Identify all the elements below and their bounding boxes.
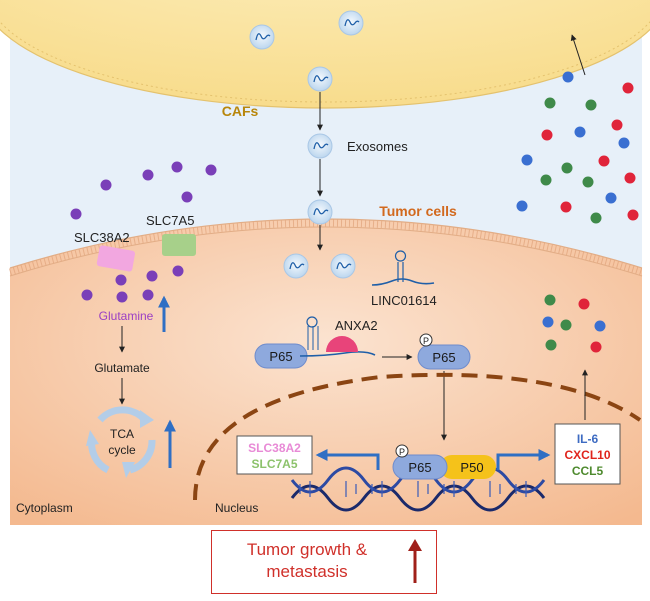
exosome <box>283 253 309 279</box>
exosome-vesicles <box>249 10 364 279</box>
exosome <box>307 66 333 92</box>
glutamine-particles <box>70 161 217 303</box>
slc7a5-label: SLC7A5 <box>146 213 194 228</box>
caf-cell <box>0 0 650 109</box>
phospho-mark: P <box>423 336 429 346</box>
outcome-line1: Tumor growth & <box>246 540 368 559</box>
transcription-arrow-cytokines <box>496 449 551 470</box>
p65-anxa2-complex: P65 ANXA2 <box>254 316 378 369</box>
cytoplasm-label: Cytoplasm <box>16 501 73 515</box>
increase-arrow-icon <box>408 539 422 583</box>
slc38a2-transporter <box>96 245 135 272</box>
exosome <box>307 199 333 225</box>
exosomes-label: Exosomes <box>347 139 408 154</box>
outcome-text: Tumor growth & metastasis <box>212 539 402 583</box>
p50-label: P50 <box>460 460 483 475</box>
cafs-label: CAFs <box>222 103 259 119</box>
tumor-cells-label: Tumor cells <box>379 203 457 219</box>
cytokine-release-arrow <box>570 34 586 76</box>
p65-p50-dimer: P50 P65 P <box>392 444 496 480</box>
tca-label-line2: cycle <box>108 443 136 457</box>
glutamine-label: Glutamine <box>99 309 154 323</box>
p65-nuc-label: P65 <box>408 460 431 475</box>
tca-arrowheads <box>86 410 154 478</box>
il6-label: IL-6 <box>577 432 599 446</box>
cytokine-particles <box>516 71 639 353</box>
phospho-p65: P65 P <box>417 333 471 370</box>
transcription-arrow-transporters <box>315 449 380 470</box>
exosome <box>307 133 333 159</box>
cxcl10-label: CXCL10 <box>564 448 610 462</box>
exosome <box>249 24 275 50</box>
slc38a2-gene-label: SLC38A2 <box>248 441 301 455</box>
p65-label: P65 <box>269 349 292 364</box>
cytokine-box: IL-6 CXCL10 CCL5 <box>554 423 621 485</box>
linc01614-label: LINC01614 <box>371 293 437 308</box>
nucleus-boundary <box>193 372 642 501</box>
p65-phos-label: P65 <box>432 350 455 365</box>
outcome-box: Tumor growth & metastasis <box>211 530 437 594</box>
ccl5-label: CCL5 <box>572 464 604 478</box>
transporter-genes-box: SLC38A2 SLC7A5 <box>236 435 313 475</box>
slc7a5-gene-label: SLC7A5 <box>251 457 297 471</box>
nucleus-label: Nucleus <box>215 501 258 515</box>
slc7a5-transporter <box>162 234 196 256</box>
linc01614-rna <box>371 250 435 286</box>
tca-label-line1: TCA <box>110 427 134 441</box>
exosome <box>330 253 356 279</box>
phospho-mark-nuclear: P <box>399 447 405 457</box>
exosome <box>338 10 364 36</box>
outcome-line2: metastasis <box>266 562 348 581</box>
anxa2-label: ANXA2 <box>335 318 378 333</box>
glutamate-label: Glutamate <box>94 361 150 375</box>
slc38a2-label: SLC38A2 <box>74 230 130 245</box>
